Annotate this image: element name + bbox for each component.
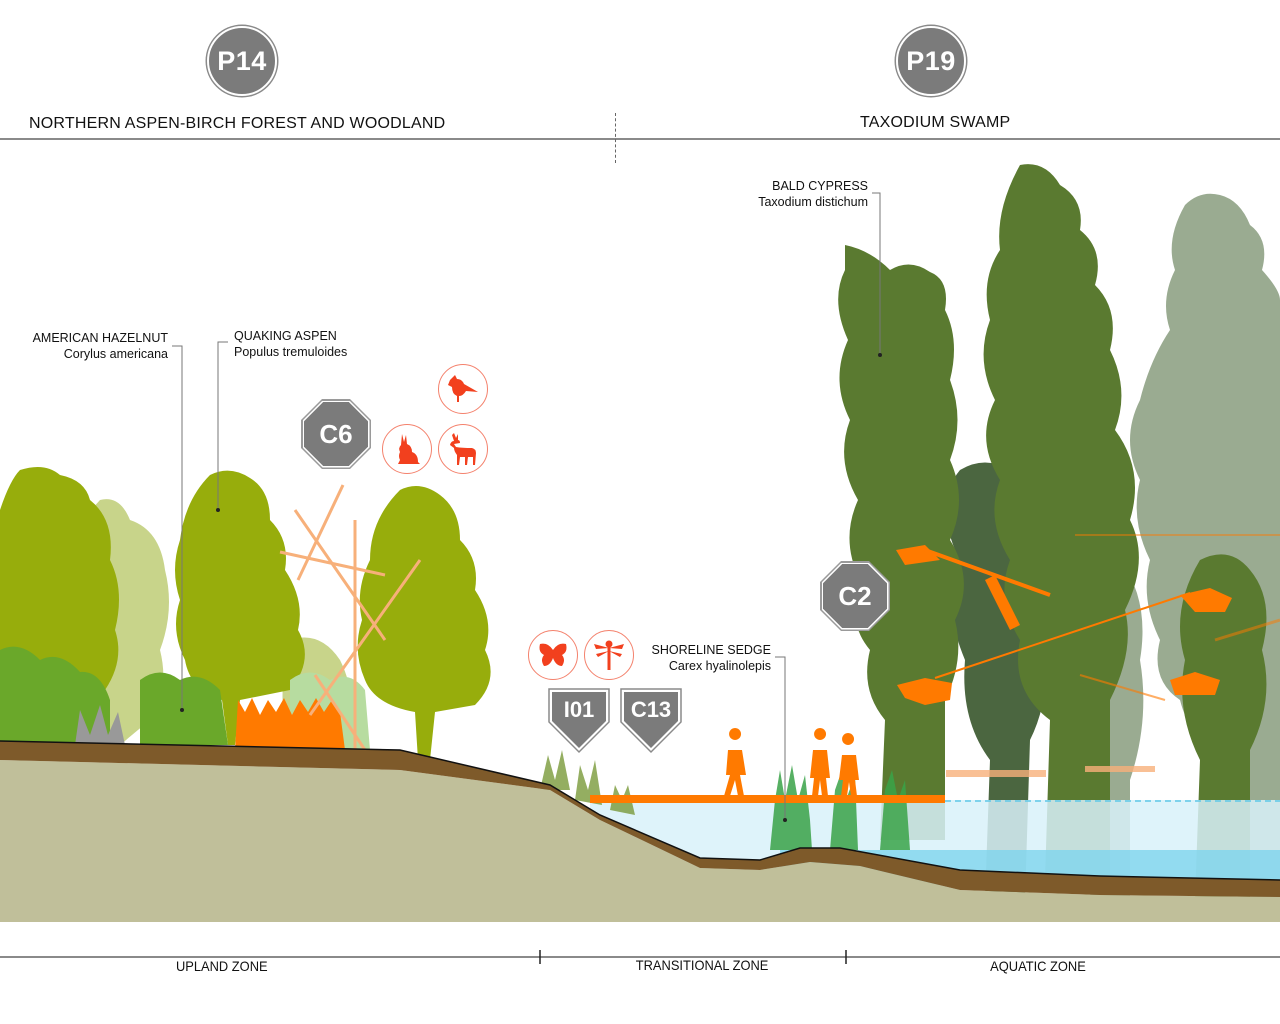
ground-surface-line <box>0 740 1280 881</box>
rabbit-icon <box>382 424 432 474</box>
stick-structure <box>279 484 422 755</box>
latin-name: Carex hyalinolepis <box>668 659 771 673</box>
species-label-bald-cypress: BALD CYPRESS Taxodium distichum <box>758 178 868 210</box>
shield-shape-icon <box>548 688 610 754</box>
elevated-platform-right <box>1085 766 1155 772</box>
shield-marker-i01: I01 <box>548 688 610 754</box>
common-name: BALD CYPRESS <box>772 179 868 193</box>
cardinal-bird-icon <box>438 364 488 414</box>
octagon-marker-c2: C2 <box>823 564 887 628</box>
header-divider-line <box>0 138 1280 140</box>
understory-grass <box>75 705 125 745</box>
shield-marker-c13: C13 <box>620 688 682 754</box>
canopy-walkway <box>896 534 1280 705</box>
common-name: SHORELINE SEDGE <box>651 643 771 657</box>
shield-label: C13 <box>630 697 672 722</box>
section-badge-p14: P14 <box>207 26 277 96</box>
bald-cypress-tree-left <box>838 245 964 840</box>
subsoil-layer <box>0 760 1280 922</box>
quaking-aspen-tree <box>175 470 305 745</box>
bald-cypress-tree-center <box>983 164 1139 880</box>
people-on-boardwalk <box>724 728 859 796</box>
common-name: AMERICAN HAZELNUT <box>32 331 168 345</box>
dragonfly-icon <box>584 630 634 680</box>
deer-icon <box>438 424 488 474</box>
topsoil-layer <box>0 741 1280 897</box>
latin-name: Taxodium distichum <box>758 195 868 209</box>
species-label-shoreline-sedge: SHORELINE SEDGE Carex hyalinolepis <box>652 642 771 674</box>
aspen-tree-left <box>0 466 119 700</box>
orange-people-group <box>235 698 345 750</box>
zone-label-aquatic: AQUATIC ZONE <box>990 958 1086 974</box>
section-title-taxodium: TAXODIUM SWAMP <box>860 114 1011 131</box>
section-title-aspen-birch: NORTHERN ASPEN-BIRCH FOREST AND WOODLAND <box>29 115 446 132</box>
leader-lines <box>172 192 881 820</box>
shield-shape-icon <box>620 688 682 754</box>
common-name: QUAKING ASPEN <box>234 329 337 343</box>
zone-label-transitional: TRANSITIONAL ZONE <box>635 957 769 973</box>
shield-label: I01 <box>563 697 595 722</box>
species-label-quaking-aspen: QUAKING ASPEN Populus tremuloides <box>234 328 347 360</box>
latin-name: Populus tremuloides <box>234 345 348 359</box>
zone-label-upland: UPLAND ZONE <box>175 958 268 974</box>
species-label-american-hazelnut: AMERICAN HAZELNUT Corylus americana <box>33 330 168 362</box>
section-separator-tick <box>615 113 616 163</box>
octagon-marker-c6: C6 <box>304 402 368 466</box>
boardwalk <box>590 795 945 803</box>
butterfly-icon <box>528 630 578 680</box>
aspen-tree-right <box>357 486 491 760</box>
section-badge-p19: P19 <box>896 26 966 96</box>
elevated-platform-left <box>946 770 1046 777</box>
latin-name: Corylus americana <box>63 347 168 361</box>
